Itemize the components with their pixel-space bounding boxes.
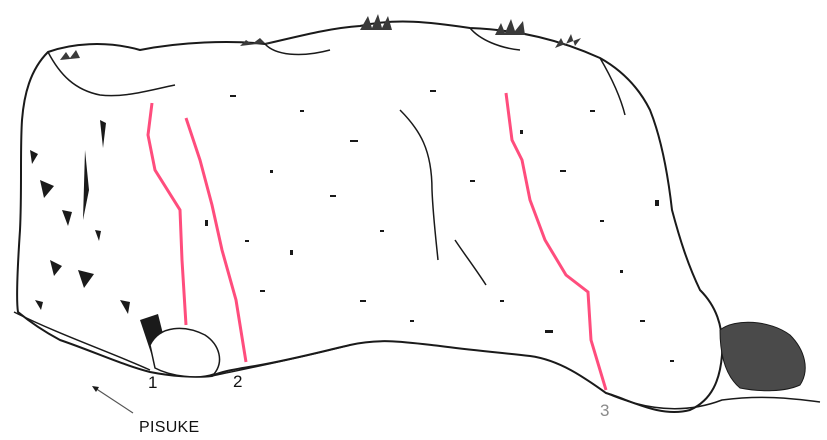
route-number-1: 1 (148, 374, 157, 391)
arrow-head-icon (92, 386, 99, 392)
direction-label: PISUKE (139, 420, 200, 436)
route-number-2: 2 (233, 373, 242, 390)
route-number-3: 3 (600, 402, 609, 419)
direction-arrow (95, 388, 133, 413)
boulder-outline (17, 22, 722, 412)
shrub (720, 322, 805, 390)
